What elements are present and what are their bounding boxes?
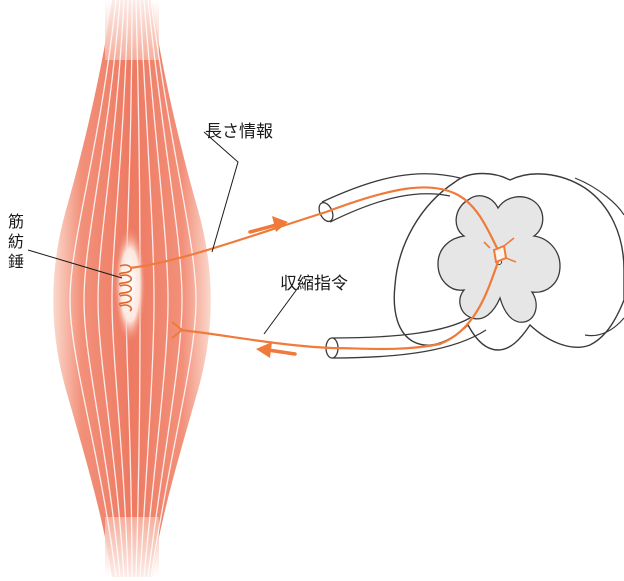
contraction-command-label: 収縮指令 <box>280 276 348 293</box>
spinal-cord <box>394 174 624 351</box>
length-info-leader-line <box>204 132 238 252</box>
length-info-label: 長さ情報 <box>205 124 273 141</box>
spindle-label: 筋 紡 錘 <box>8 212 24 272</box>
